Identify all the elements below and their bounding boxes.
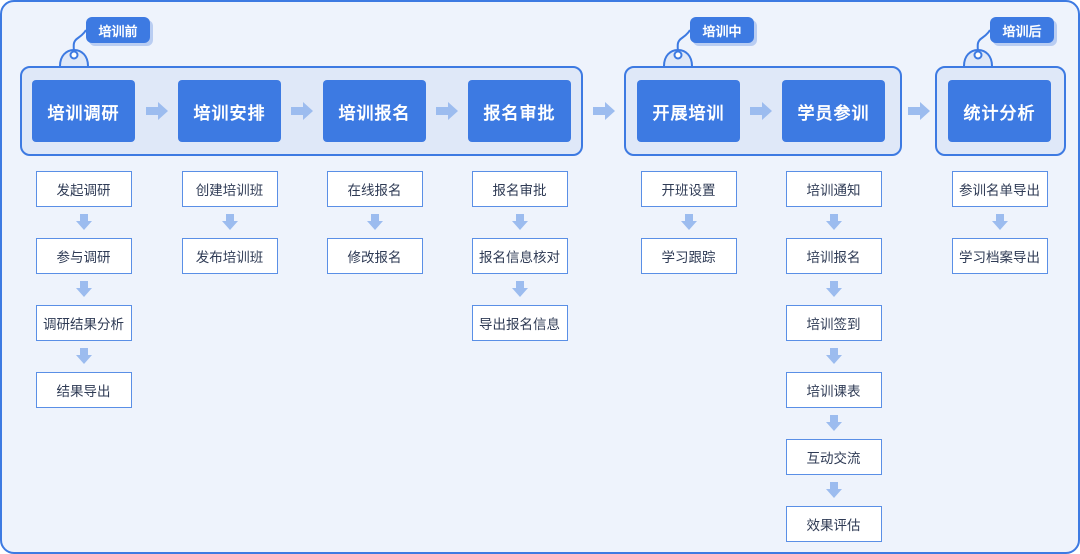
- sub-step-box[interactable]: 报名审批: [471, 171, 568, 207]
- sub-step-box[interactable]: 培训课表: [785, 372, 882, 408]
- arrow-right-icon: [907, 102, 930, 120]
- arrow-right-icon: [291, 102, 313, 120]
- sub-step-box[interactable]: 发布培训班: [181, 238, 278, 274]
- sub-step-box[interactable]: 调研结果分析: [35, 305, 132, 341]
- sub-step-box[interactable]: 培训通知: [785, 171, 882, 207]
- arrow-right-icon: [436, 102, 458, 120]
- phase-tag: 培训后: [990, 17, 1054, 43]
- sub-step-box[interactable]: 报名信息核对: [471, 238, 568, 274]
- sub-step-box[interactable]: 开班设置: [640, 171, 737, 207]
- arrow-right-icon: [750, 102, 772, 120]
- sub-step-box[interactable]: 结果导出: [35, 372, 132, 408]
- sub-step-box[interactable]: 学习档案导出: [951, 238, 1048, 274]
- step-box[interactable]: 学员参训: [782, 80, 885, 142]
- phase-tag: 培训前: [86, 17, 150, 43]
- arrow-down-icon: [366, 214, 383, 230]
- arrow-down-icon: [825, 214, 842, 230]
- arrow-down-icon: [825, 281, 842, 297]
- arrow-right-icon: [145, 102, 168, 120]
- arrow-down-icon: [680, 214, 697, 230]
- sub-step-box[interactable]: 参与调研: [35, 238, 132, 274]
- sub-step-box[interactable]: 培训报名: [785, 238, 882, 274]
- sub-step-box[interactable]: 导出报名信息: [471, 305, 568, 341]
- sub-step-box[interactable]: 在线报名: [326, 171, 423, 207]
- step-box[interactable]: 开展培训: [637, 80, 740, 142]
- hook-connector-icon: [663, 29, 693, 67]
- step-box[interactable]: 培训安排: [178, 80, 281, 142]
- step-box[interactable]: 统计分析: [948, 80, 1051, 142]
- step-box[interactable]: 培训调研: [32, 80, 135, 142]
- arrow-down-icon: [825, 348, 842, 364]
- sub-step-box[interactable]: 效果评估: [785, 506, 882, 542]
- sub-step-box[interactable]: 发起调研: [35, 171, 132, 207]
- sub-step-box[interactable]: 创建培训班: [181, 171, 278, 207]
- step-box[interactable]: 培训报名: [323, 80, 426, 142]
- arrow-down-icon: [825, 415, 842, 431]
- phase-tag: 培训中: [690, 17, 754, 43]
- sub-step-box[interactable]: 修改报名: [326, 238, 423, 274]
- arrow-down-icon: [511, 281, 528, 297]
- arrow-down-icon: [75, 214, 92, 230]
- sub-step-box[interactable]: 培训签到: [785, 305, 882, 341]
- step-box[interactable]: 报名审批: [468, 80, 571, 142]
- hook-connector-icon: [59, 29, 89, 67]
- sub-step-box[interactable]: 学习跟踪: [640, 238, 737, 274]
- arrow-down-icon: [825, 482, 842, 498]
- arrow-down-icon: [991, 214, 1008, 230]
- sub-step-box[interactable]: 互动交流: [785, 439, 882, 475]
- arrow-down-icon: [221, 214, 238, 230]
- hook-connector-icon: [963, 29, 993, 67]
- sub-step-box[interactable]: 参训名单导出: [951, 171, 1048, 207]
- arrow-right-icon: [592, 102, 615, 120]
- arrow-down-icon: [75, 348, 92, 364]
- arrow-down-icon: [75, 281, 92, 297]
- arrow-down-icon: [511, 214, 528, 230]
